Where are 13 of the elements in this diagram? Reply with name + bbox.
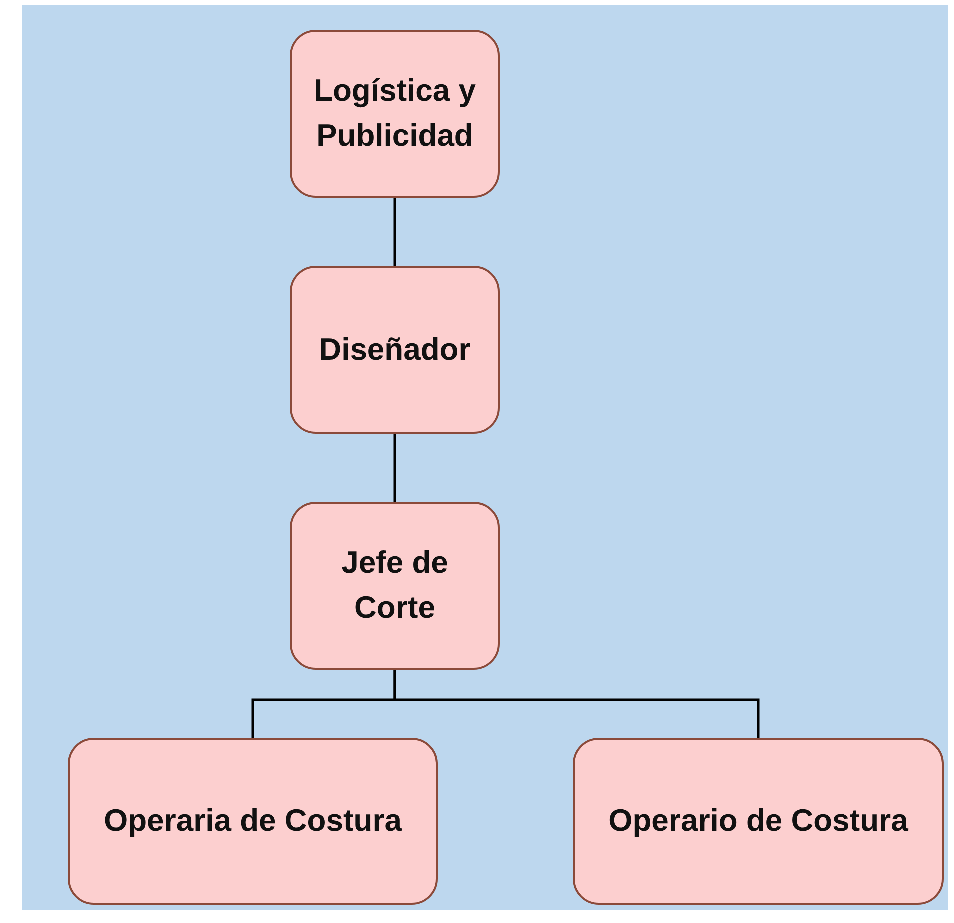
org-box bbox=[290, 30, 500, 198]
box-label: Operario de Costura bbox=[608, 802, 908, 840]
org-box bbox=[573, 738, 944, 905]
connector-line bbox=[394, 670, 760, 738]
box-label: Jefe de Corte bbox=[340, 544, 450, 627]
org-box bbox=[68, 738, 438, 905]
box-label: Logística y Publicidad bbox=[313, 72, 477, 155]
org-box bbox=[290, 502, 500, 670]
org-box bbox=[290, 266, 500, 434]
box-label: Operaria de Costura bbox=[104, 802, 402, 840]
connector-line bbox=[394, 198, 396, 266]
connector-line bbox=[394, 434, 396, 502]
box-label: Diseñador bbox=[319, 330, 471, 369]
